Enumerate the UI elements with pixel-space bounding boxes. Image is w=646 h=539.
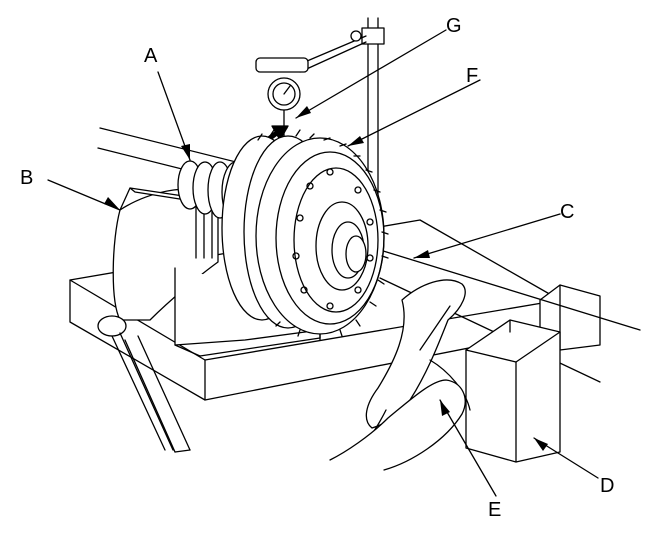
leader-f	[348, 80, 480, 146]
callout-label-f: F	[466, 65, 479, 87]
callout-label-g: G	[446, 15, 462, 37]
callout-arrowheads	[104, 106, 548, 451]
callout-label-d: D	[600, 475, 615, 497]
ring-gear	[222, 128, 388, 340]
arrowhead-d	[534, 438, 548, 451]
callout-label-b: B	[20, 167, 34, 189]
leader-c	[414, 214, 560, 258]
dial-indicator	[256, 18, 384, 240]
arrowhead-f	[348, 136, 364, 146]
arrowhead-g	[296, 106, 311, 118]
callout-label-e: E	[488, 499, 502, 521]
arrowhead-c	[414, 250, 430, 258]
leader-g	[296, 30, 446, 118]
arrowhead-a	[181, 144, 190, 160]
arrowhead-e	[440, 400, 450, 416]
callout-label-a: A	[144, 45, 158, 67]
support-block	[466, 320, 560, 462]
arrowhead-b	[104, 197, 120, 210]
callout-label-c: C	[560, 201, 575, 223]
pliers	[330, 280, 470, 470]
leader-e	[440, 400, 496, 496]
